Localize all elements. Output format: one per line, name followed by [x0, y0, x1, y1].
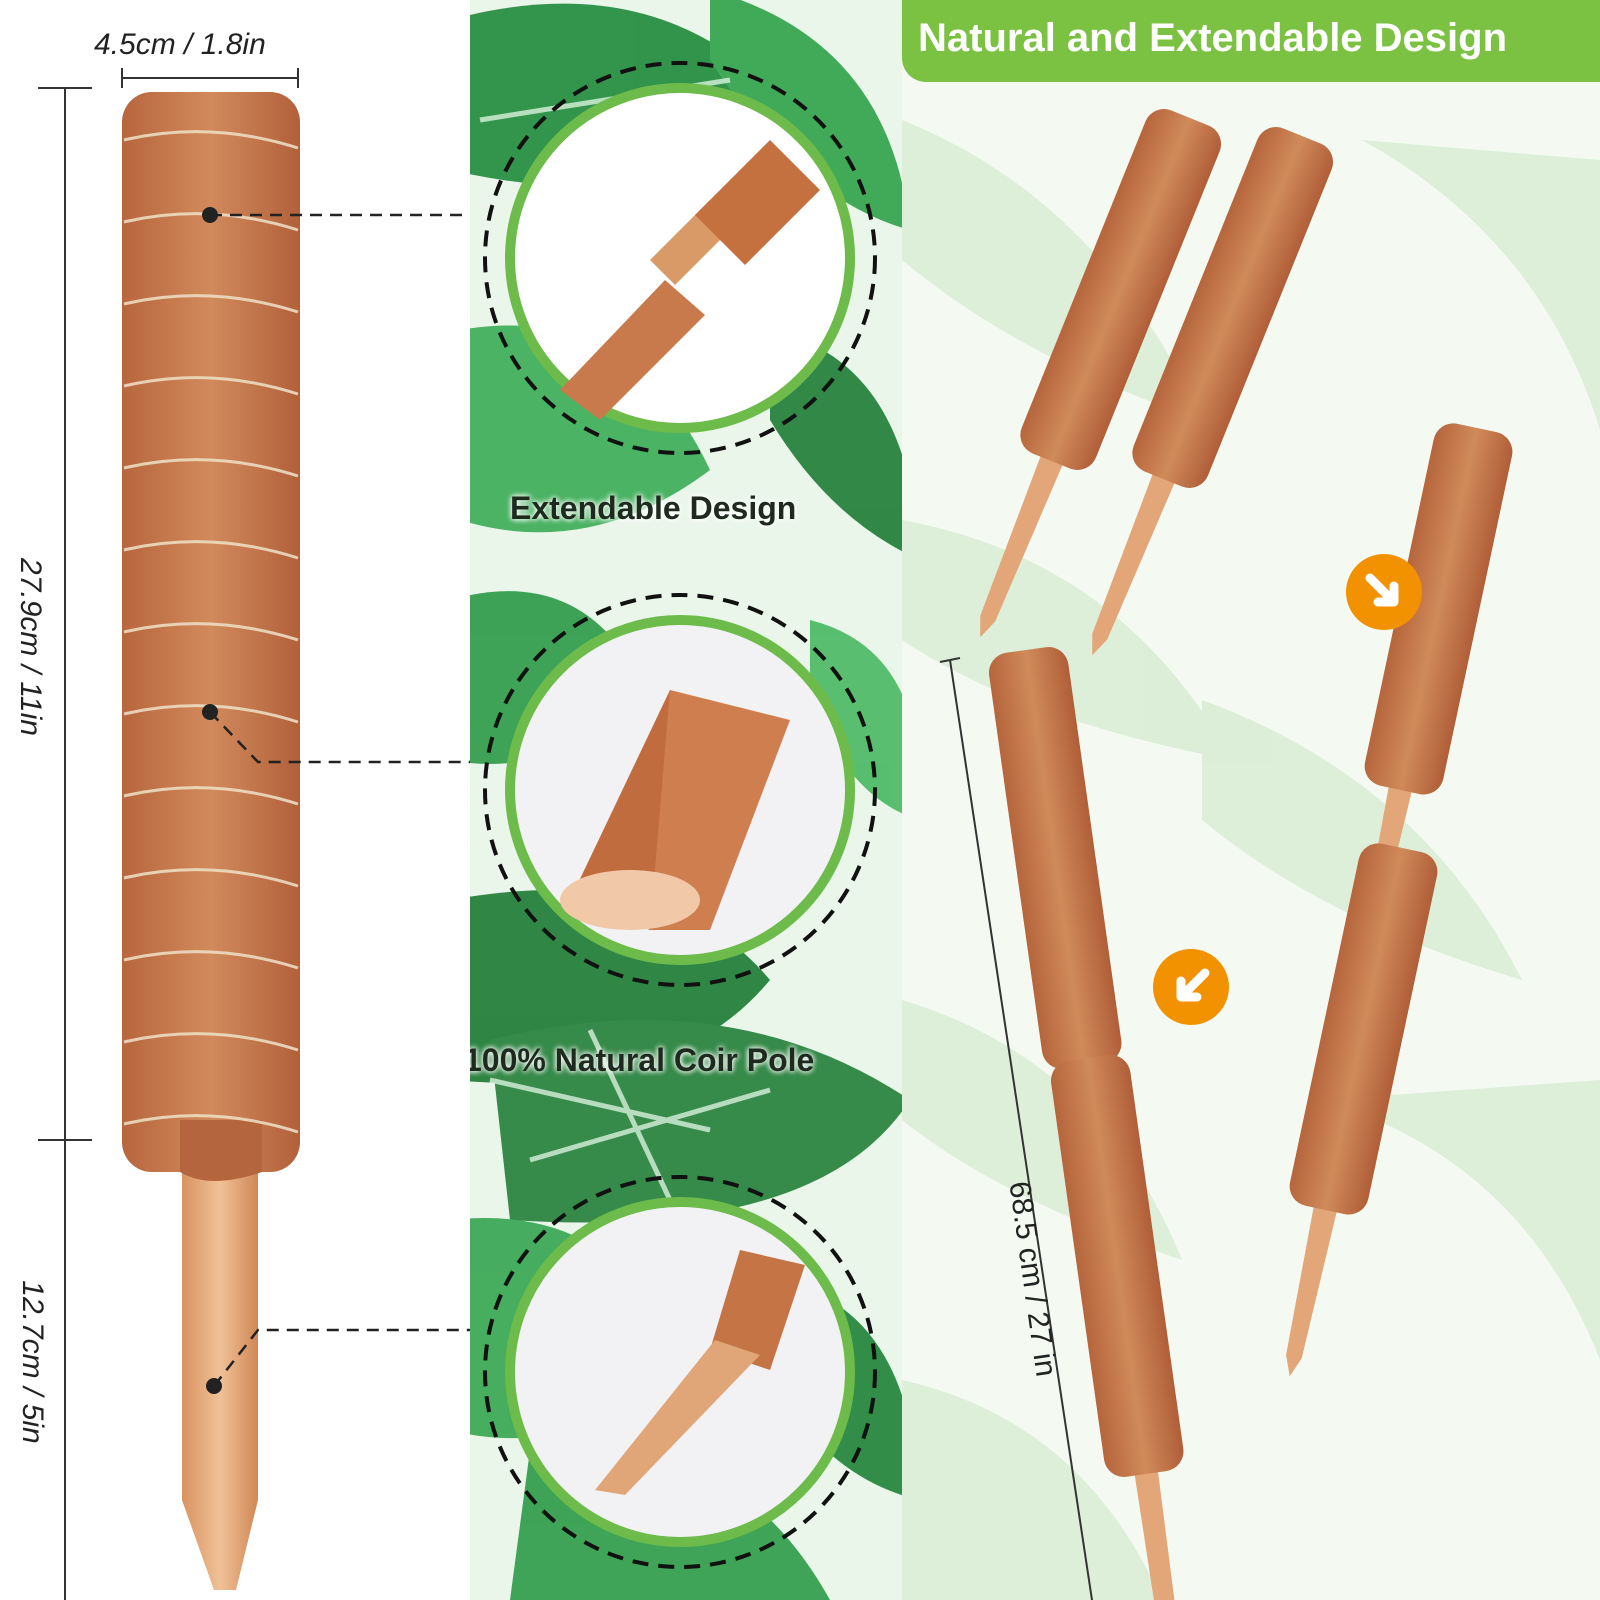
twine-wraps — [123, 130, 299, 1134]
coir-pole-b — [1092, 127, 1334, 656]
callout-dot-stake — [206, 1378, 222, 1394]
detail-circle-stake — [483, 1175, 877, 1569]
feature-banner: Natural and Extendable Design — [902, 0, 1600, 82]
stake-length-label: 12.7cm / 5in — [16, 1280, 49, 1444]
single-pole-panel: 4.5cm / 1.8in 27.9cm / 11in 12.7cm / 5in — [0, 0, 470, 1600]
orange-arrow-icon — [1153, 949, 1229, 1025]
coir-pole-d-lower — [1050, 1055, 1184, 1600]
extendable-caption: Extendable Design — [510, 490, 797, 526]
wooden-stake — [182, 1140, 258, 1590]
coir-length-label: 27.9cm / 11in — [14, 558, 47, 736]
total-length-dimension-line — [939, 657, 1093, 1600]
orange-arrow-icon — [1346, 554, 1422, 630]
height-dimension-line — [38, 87, 92, 1600]
detail-circle-joint — [483, 61, 877, 455]
coir-pole-d-upper — [988, 647, 1122, 1069]
coir-pole-a — [980, 109, 1222, 638]
callout-dot-middle — [202, 704, 218, 720]
width-dimension-line — [121, 68, 299, 88]
detail-circles — [483, 61, 877, 1569]
single-pole-illustration — [38, 68, 470, 1600]
natural-coir-caption: 100% Natural Coir Pole — [470, 1042, 815, 1078]
width-label: 4.5cm / 1.8in — [94, 28, 266, 61]
detail-circle-coir — [483, 593, 877, 987]
detail-panel: Extendable Design 100% Natural Coir Pole — [470, 0, 902, 1600]
extended-poles — [939, 109, 1513, 1600]
callout-lines — [209, 213, 470, 1387]
coir-pole-c-lower — [1286, 843, 1438, 1377]
coir-pole-c-upper — [1364, 423, 1513, 851]
extension-panel: Natural and Extendable Design 68.5 cm / … — [902, 0, 1600, 1600]
callout-dot-top — [202, 207, 218, 223]
coir-pole — [122, 92, 300, 1172]
